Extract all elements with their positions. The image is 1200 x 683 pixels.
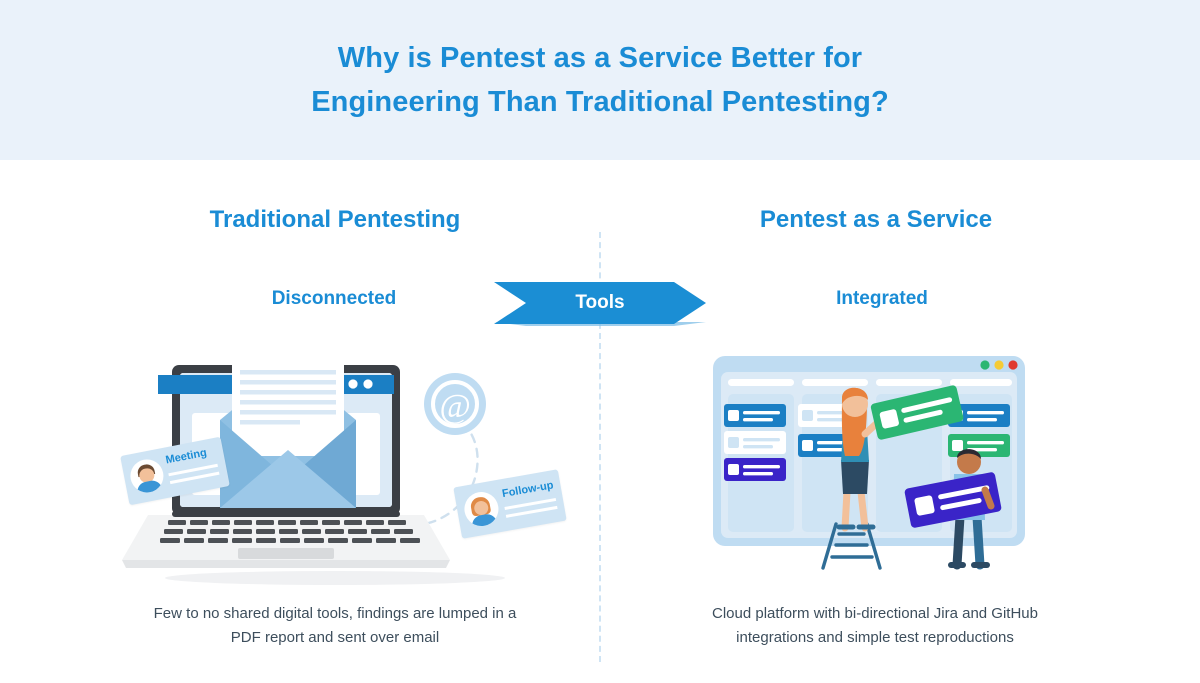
held-purple-card [904, 472, 1002, 528]
kanban-card-blue [724, 404, 786, 427]
right-column-caption: Cloud platform with bi-directional Jira … [635, 602, 1115, 650]
right-caption-line-2: integrations and simple test reproductio… [736, 629, 1014, 646]
kanban-card-pale [724, 431, 786, 454]
column-header-bar [876, 379, 942, 386]
man-hair [957, 449, 981, 459]
red-dot [1008, 360, 1018, 370]
laptop-base-edge [122, 560, 450, 568]
tools-ribbon-banner: Tools [494, 282, 706, 324]
header-band [0, 0, 1200, 160]
contact-card-label: Follow-up [501, 479, 555, 501]
ribbon-shadow [494, 322, 706, 326]
right-column-subheading: Integrated [836, 288, 928, 309]
envelope-front-bottom [220, 450, 356, 508]
kanban-board-illustration [695, 352, 1095, 587]
laptop-base [122, 515, 450, 560]
page-title-line-1: Why is Pentest as a Service Better for [337, 42, 863, 74]
left-caption-line-2: PDF report and sent over email [230, 629, 440, 646]
letter-sheet [232, 360, 344, 456]
held-green-card [870, 385, 964, 440]
green-dot [980, 360, 990, 370]
woman-leg-right [857, 488, 869, 532]
left-column-heading: Traditional Pentesting [209, 206, 461, 233]
contact-card-label: Meeting [164, 446, 208, 467]
center-divider [599, 232, 601, 662]
right-column-heading: Pentest as a Service [759, 206, 993, 233]
man-leg-left [952, 512, 965, 570]
man-head [957, 450, 981, 474]
woman-hair-front [842, 388, 868, 404]
left-caption-line-1: Few to no shared digital tools, findings… [153, 605, 517, 622]
page-title-line-2: Engineering Than Traditional Pentesting? [311, 86, 889, 118]
avatar-body [135, 478, 163, 496]
at-symbol-glyph: @ [439, 388, 470, 425]
column-header-bar [802, 379, 868, 386]
laptop-email-illustration: @ [120, 338, 570, 593]
avatar [127, 456, 167, 496]
avatar [461, 489, 502, 529]
left-column-caption: Few to no shared digital tools, findings… [95, 602, 575, 650]
left-column-subheading: Disconnected [271, 288, 397, 309]
man-hand-front [981, 486, 995, 510]
man-leg-right [972, 512, 985, 570]
right-caption-line-1: Cloud platform with bi-directional Jira … [712, 605, 1038, 622]
woman-leg-left [841, 488, 851, 532]
laptop-trackpad [238, 548, 334, 559]
browser-dot-2 [348, 379, 358, 389]
laptop-keyboard [160, 520, 420, 543]
kanban-card-purple [724, 458, 786, 481]
browser-dot-3 [363, 379, 373, 389]
woman-skirt [841, 460, 869, 494]
tools-ribbon-label: Tools [575, 292, 625, 313]
column-header-bar [950, 379, 1012, 386]
laptop-shadow [165, 571, 505, 585]
ladder [821, 522, 882, 570]
yellow-dot [994, 360, 1004, 370]
page-title: Why is Pentest as a Service Better for E… [0, 36, 1200, 124]
column-header-bar [728, 379, 794, 386]
at-symbol-badge: @ [424, 373, 486, 435]
laptop-hinge [172, 511, 400, 517]
